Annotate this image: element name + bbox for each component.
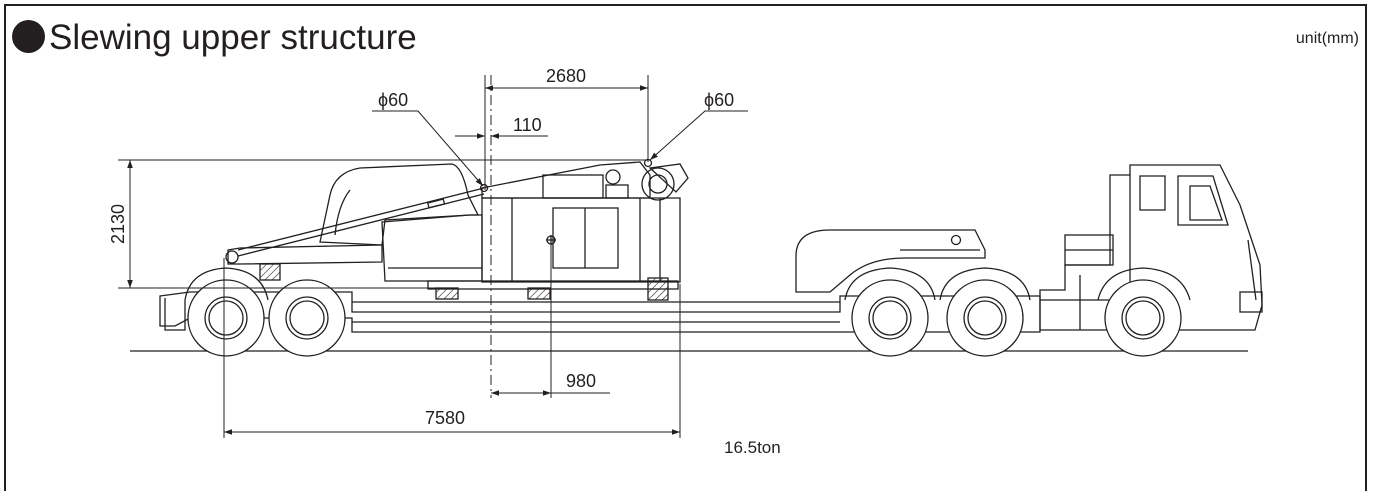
- crane-body: [225, 158, 689, 290]
- gooseneck-pin: [950, 234, 962, 246]
- bullet-dot-icon: [12, 20, 45, 53]
- dim-2680: 2680: [546, 66, 586, 86]
- title-text: Slewing upper structure: [49, 18, 417, 57]
- trailer-gooseneck: [795, 229, 986, 293]
- dim-pin-left: ϕ60: [378, 90, 408, 110]
- wheels: [187, 279, 1182, 357]
- dim-pin-right: ϕ60: [704, 90, 734, 110]
- dim-110: 110: [513, 115, 542, 135]
- drawing-frame: [4, 4, 1367, 491]
- page-title: Slewing upper structure: [12, 20, 417, 55]
- dim-7580: 7580: [425, 408, 465, 428]
- trailer-deck: [159, 291, 1041, 333]
- weight-label: 16.5ton: [724, 438, 781, 457]
- dim-2130: 2130: [108, 204, 128, 244]
- support-blocks: [259, 263, 669, 301]
- unit-label: unit(mm): [1295, 30, 1359, 47]
- dim-980: 980: [566, 371, 596, 391]
